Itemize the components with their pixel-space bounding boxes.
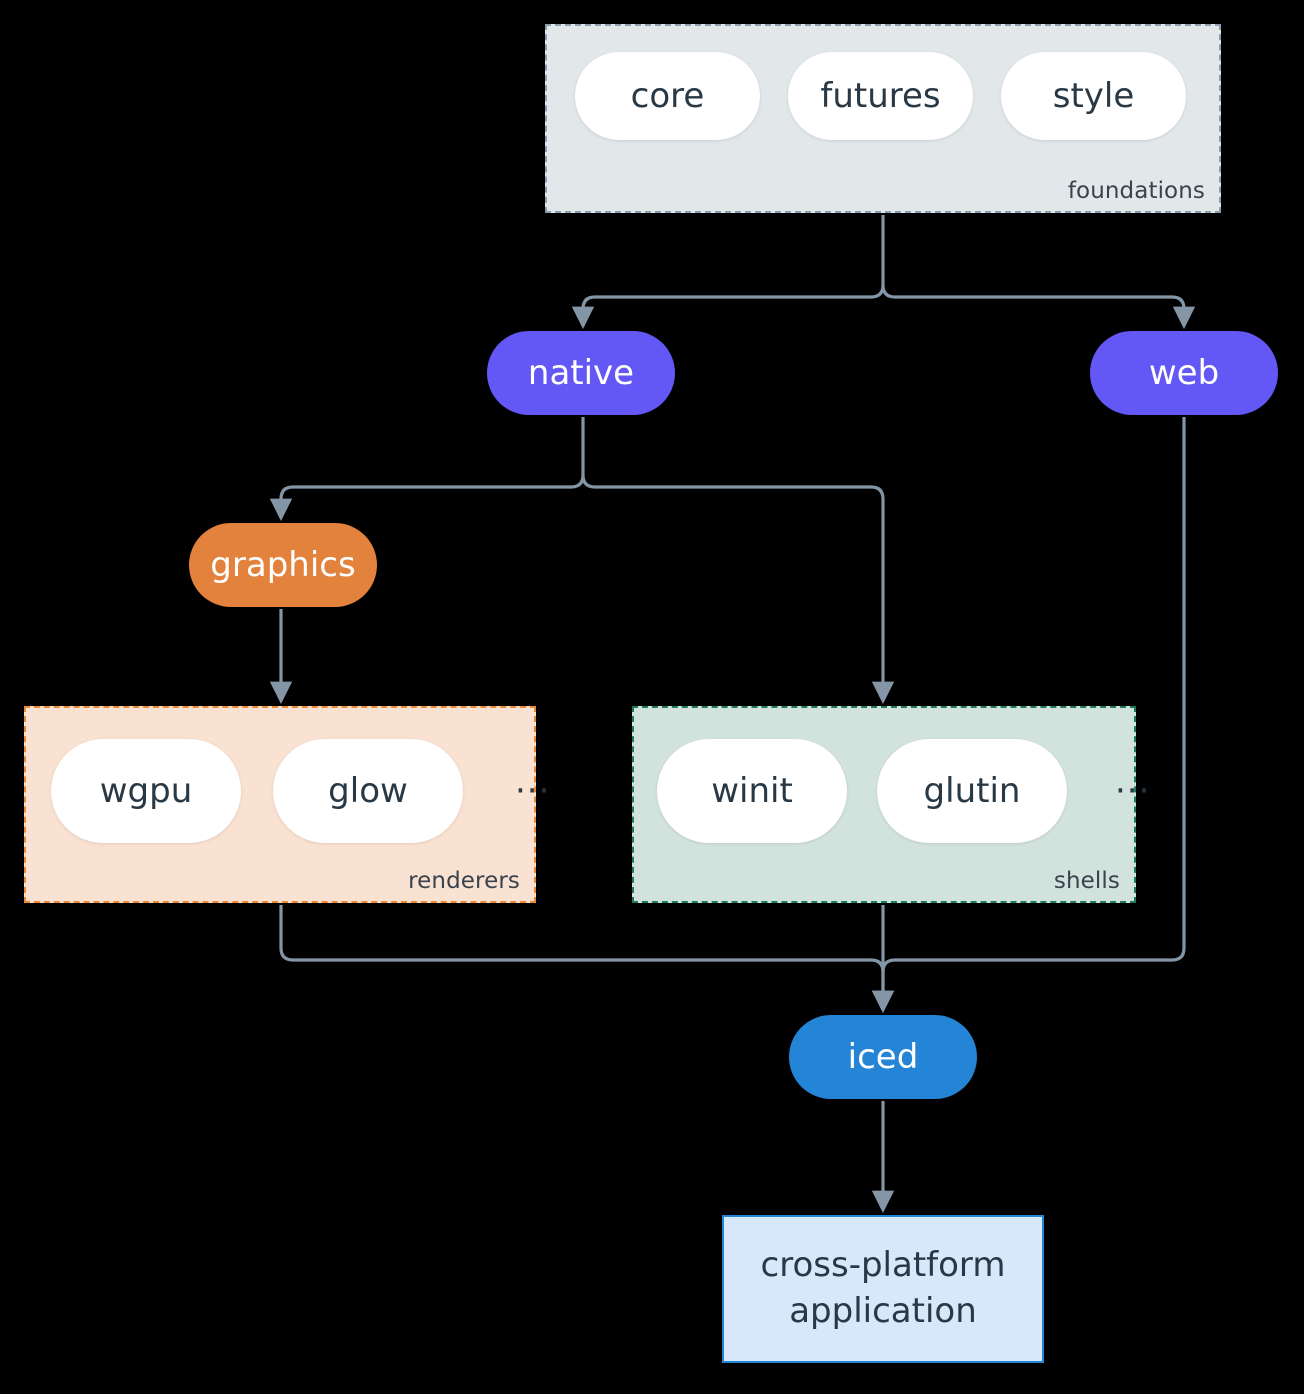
- renderers-chip-row: wgpu glow ···: [51, 739, 550, 843]
- node-graphics[interactable]: graphics: [189, 523, 377, 607]
- group-shells[interactable]: winit glutin ··· shells: [632, 706, 1149, 903]
- chip-style[interactable]: style: [1001, 52, 1186, 140]
- group-label-foundations: foundations: [1067, 178, 1205, 204]
- chip-glutin[interactable]: glutin: [877, 739, 1067, 843]
- application-line-2: application: [789, 1291, 977, 1331]
- edge-foundations-trunk: [870, 215, 885, 299]
- chip-winit[interactable]: winit: [657, 739, 847, 843]
- chip-core[interactable]: core: [575, 52, 760, 140]
- shells-chip-row: winit glutin ···: [657, 739, 1150, 843]
- node-web[interactable]: web: [1090, 331, 1278, 415]
- edge-native-trunk: [570, 417, 585, 489]
- node-native[interactable]: native: [487, 331, 675, 415]
- application-line-1: cross-platform: [760, 1245, 1006, 1286]
- edge-native-to-graphics: [269, 485, 571, 522]
- node-cross-platform-application[interactable]: cross-platform application: [722, 1215, 1044, 1363]
- group-label-renderers: renderers: [408, 868, 520, 894]
- chip-glow[interactable]: glow: [273, 739, 463, 843]
- edge-renderers-to-iced: [279, 905, 895, 1014]
- edge-foundations-trunk-right: [881, 284, 896, 299]
- edge-native-to-shells: [595, 485, 895, 705]
- edge-foundations-to-native: [571, 295, 871, 330]
- node-iced[interactable]: iced: [789, 1015, 977, 1099]
- renderers-more-ellipsis: ···: [515, 770, 551, 811]
- edge-foundations-to-web: [895, 295, 1196, 330]
- chip-futures[interactable]: futures: [788, 52, 973, 140]
- shells-more-ellipsis: ···: [1115, 770, 1151, 811]
- chip-wgpu[interactable]: wgpu: [51, 739, 241, 843]
- foundations-chip-row: core futures style: [575, 52, 1186, 140]
- group-foundations[interactable]: core futures style foundations: [545, 24, 1221, 213]
- edge-native-trunk-right: [581, 474, 596, 489]
- group-renderers[interactable]: wgpu glow ··· renderers: [24, 706, 549, 903]
- group-label-shells: shells: [1053, 868, 1120, 894]
